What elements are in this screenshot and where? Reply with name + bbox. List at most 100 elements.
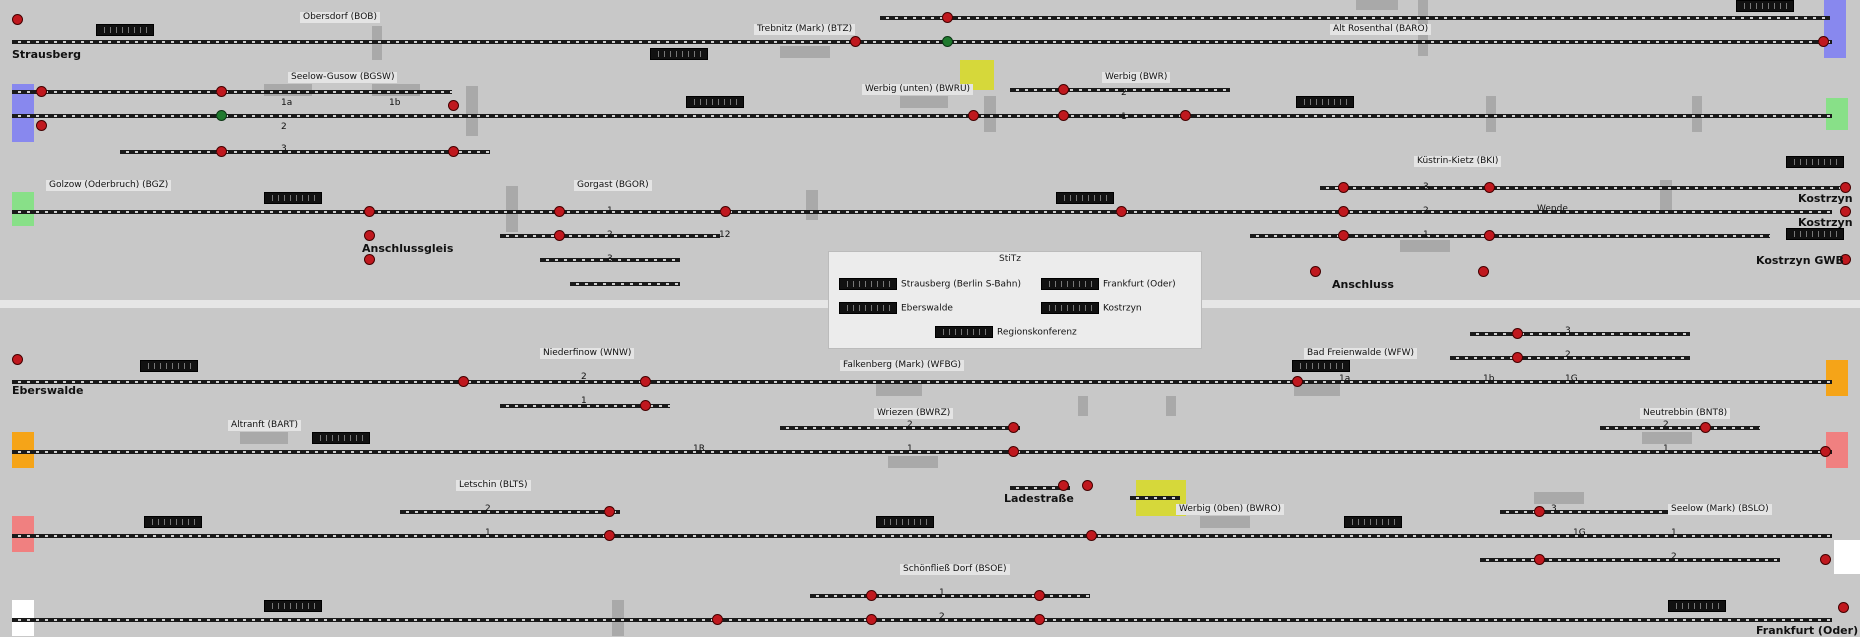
block-section[interactable] [839, 278, 897, 290]
signal[interactable] [1820, 446, 1831, 457]
track-seelow-3b[interactable] [1500, 510, 1700, 514]
signal[interactable] [1034, 614, 1045, 625]
signal[interactable] [1058, 110, 1069, 121]
block-section[interactable] [264, 192, 322, 204]
signal[interactable] [604, 506, 615, 517]
block-section[interactable] [1786, 156, 1844, 168]
block-section[interactable] [1041, 278, 1099, 290]
signal[interactable] [1058, 480, 1069, 491]
block-section[interactable] [839, 302, 897, 314]
signal[interactable] [1700, 422, 1711, 433]
signal[interactable] [866, 590, 877, 601]
block-section[interactable] [1668, 600, 1726, 612]
signal[interactable] [942, 12, 953, 23]
stitz-item[interactable]: Frankfurt (Oder) [1041, 278, 1176, 290]
signal[interactable] [1820, 554, 1831, 565]
block-section[interactable] [935, 326, 993, 338]
signal[interactable] [942, 36, 953, 47]
track-kuestrin-3[interactable] [1320, 186, 1840, 190]
signal[interactable] [12, 14, 23, 25]
track-altranft-main[interactable] [12, 450, 1832, 454]
signal[interactable] [1512, 328, 1523, 339]
signal[interactable] [1840, 182, 1851, 193]
track-seelow-1[interactable] [12, 90, 452, 94]
signal[interactable] [968, 110, 979, 121]
block-section[interactable] [876, 516, 934, 528]
signal[interactable] [1840, 254, 1851, 265]
signal[interactable] [1484, 230, 1495, 241]
signal[interactable] [1082, 480, 1093, 491]
signal[interactable] [1008, 446, 1019, 457]
block-section[interactable] [1736, 0, 1794, 12]
block-section[interactable] [144, 516, 202, 528]
stitz-item[interactable]: Regionskonferenz [935, 326, 1077, 338]
signal[interactable] [604, 530, 615, 541]
track-strausberg-line-2[interactable] [880, 16, 1830, 20]
track-schoenfliess-main[interactable] [12, 618, 1832, 622]
track-niederfinow-1[interactable] [500, 404, 670, 408]
signal[interactable] [866, 614, 877, 625]
signal[interactable] [364, 254, 375, 265]
track-neutrebbin-2[interactable] [1600, 426, 1760, 430]
signal[interactable] [1512, 352, 1523, 363]
signal[interactable] [364, 230, 375, 241]
track-gorgast-4[interactable] [570, 282, 680, 286]
signal[interactable] [1034, 590, 1045, 601]
signal[interactable] [12, 354, 23, 365]
track-eberswalde-main[interactable] [12, 380, 1832, 384]
signal[interactable] [36, 120, 47, 131]
block-section[interactable] [1296, 96, 1354, 108]
track-seelow-main[interactable] [12, 114, 1832, 118]
signal[interactable] [1484, 182, 1495, 193]
signal[interactable] [1534, 554, 1545, 565]
block-section[interactable] [264, 600, 322, 612]
signal[interactable] [1008, 422, 1019, 433]
track-kuestrin-1[interactable] [1250, 234, 1770, 238]
block-section[interactable] [312, 432, 370, 444]
track-seelow-2b[interactable] [1480, 558, 1780, 562]
track-gorgast-3[interactable] [540, 258, 680, 262]
track-golzow-main[interactable] [12, 210, 1832, 214]
track-freienwalde-2[interactable] [1450, 356, 1690, 360]
block-section[interactable] [1056, 192, 1114, 204]
signal[interactable] [850, 36, 861, 47]
track-schoenfliess-1[interactable] [810, 594, 1090, 598]
signal[interactable] [1310, 266, 1321, 277]
track-freienwalde-3[interactable] [1470, 332, 1690, 336]
signal[interactable] [1478, 266, 1489, 277]
stitz-item[interactable]: Eberswalde [839, 302, 953, 314]
edge-marker-white[interactable] [1834, 540, 1860, 574]
block-section[interactable] [1041, 302, 1099, 314]
signal[interactable] [554, 230, 565, 241]
signal[interactable] [1338, 182, 1349, 193]
signal[interactable] [1058, 84, 1069, 95]
track-werbig-2[interactable] [1010, 88, 1230, 92]
block-section[interactable] [686, 96, 744, 108]
edge-marker-orange[interactable] [1826, 360, 1848, 396]
signal[interactable] [1838, 602, 1849, 613]
block-section[interactable] [650, 48, 708, 60]
track-strausberg-line[interactable] [12, 40, 1832, 44]
signal[interactable] [458, 376, 469, 387]
signal[interactable] [1840, 206, 1851, 217]
signal[interactable] [1338, 206, 1349, 217]
edge-marker-green[interactable] [1826, 98, 1848, 130]
signal[interactable] [364, 206, 375, 217]
edge-marker-blue[interactable] [1824, 0, 1846, 58]
signal[interactable] [712, 614, 723, 625]
signal[interactable] [1338, 230, 1349, 241]
track-ladestrasse[interactable] [1010, 486, 1070, 490]
block-section[interactable] [1292, 360, 1350, 372]
track-seelow-3[interactable] [120, 150, 490, 154]
edge-marker-pink[interactable] [1826, 432, 1848, 468]
edge-marker-blue[interactable] [12, 84, 34, 142]
block-section[interactable] [140, 360, 198, 372]
track-letschin-2[interactable] [400, 510, 620, 514]
block-section[interactable] [1344, 516, 1402, 528]
signal[interactable] [216, 86, 227, 97]
signal[interactable] [720, 206, 731, 217]
signal[interactable] [640, 376, 651, 387]
signal[interactable] [1534, 506, 1545, 517]
signal[interactable] [1116, 206, 1127, 217]
signal[interactable] [1292, 376, 1303, 387]
